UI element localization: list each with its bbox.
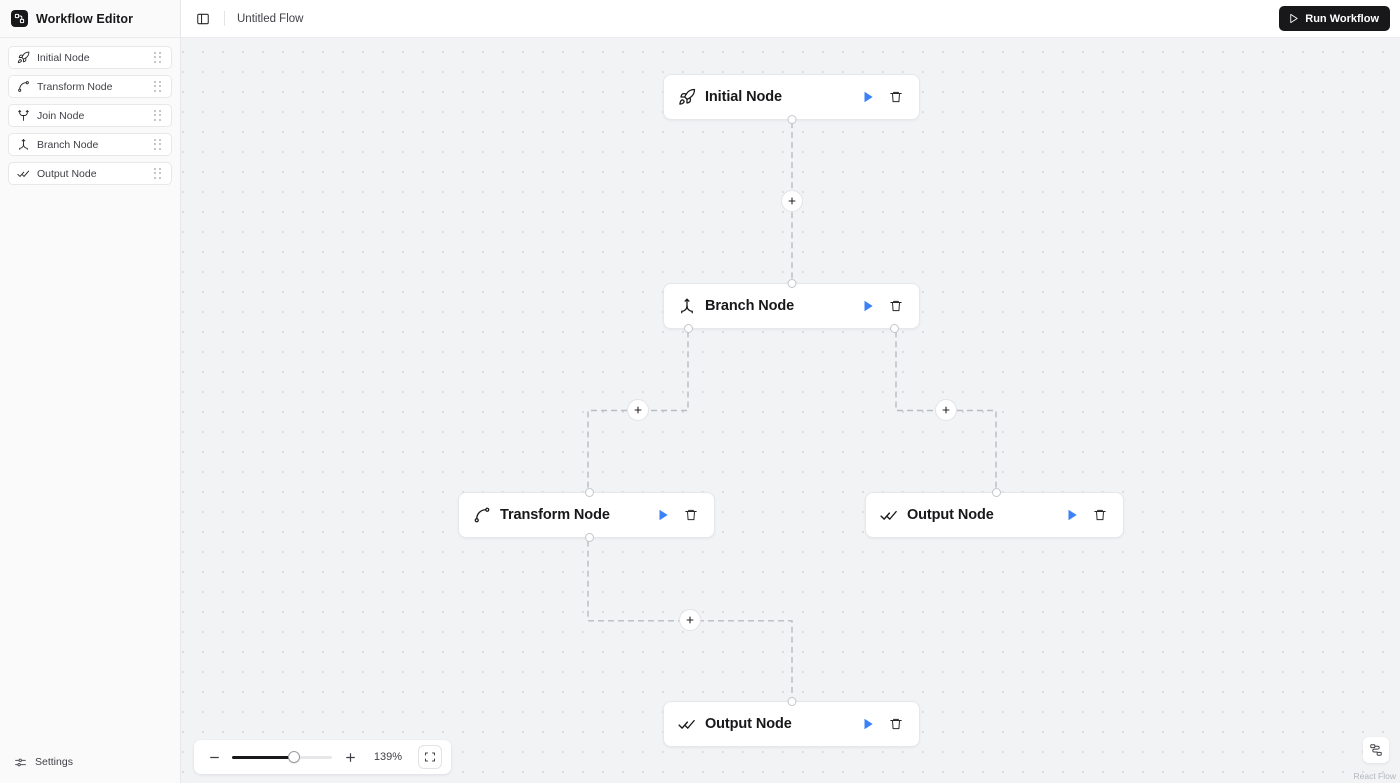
palette-item-label: Join Node [37, 109, 85, 122]
node-handle-source[interactable] [585, 533, 594, 542]
add-node-button-branch-output[interactable] [935, 399, 957, 421]
double-check-icon [880, 506, 898, 524]
drag-handle-icon[interactable] [154, 81, 162, 92]
fit-view-button[interactable] [418, 745, 442, 769]
flow-node-branch[interactable]: Branch Node [663, 279, 920, 333]
zoom-percent-label: 139% [373, 751, 403, 763]
sidebar: Workflow Editor Initial Node [0, 0, 181, 783]
double-check-icon [678, 715, 696, 733]
zoom-out-button[interactable] [204, 747, 224, 767]
minimap-toggle-button[interactable] [1363, 737, 1389, 763]
add-node-button-branch-transform[interactable] [627, 399, 649, 421]
flow-node-actions [858, 714, 906, 734]
trash-icon[interactable] [886, 714, 906, 734]
flow-node-label: Output Node [907, 507, 994, 523]
palette-item-output-node[interactable]: Output Node [8, 162, 172, 185]
react-flow-attribution[interactable]: React Flow [1353, 771, 1396, 781]
sidebar-spacer [0, 185, 180, 749]
edge-layer [587, 122, 997, 700]
trash-icon[interactable] [886, 296, 906, 316]
drag-handle-icon[interactable] [154, 110, 162, 121]
flow-node-actions [653, 505, 701, 525]
play-filled-icon[interactable] [1062, 505, 1082, 525]
flow-node-output-bottom[interactable]: Output Node [663, 697, 920, 747]
sidebar-brand: Workflow Editor [0, 0, 180, 38]
split-icon [17, 138, 30, 151]
run-workflow-button[interactable]: Run Workflow [1279, 6, 1390, 31]
flow-node-actions [1062, 505, 1110, 525]
palette-item-transform-node[interactable]: Transform Node [8, 75, 172, 98]
palette-item-label: Branch Node [37, 138, 99, 151]
node-handle-source-right[interactable] [890, 324, 899, 333]
flow-title[interactable]: Untitled Flow [237, 12, 304, 25]
sliders-icon [14, 756, 27, 769]
palette-item-initial-node[interactable]: Initial Node [8, 46, 172, 69]
play-filled-icon[interactable] [653, 505, 673, 525]
zoom-slider[interactable] [232, 749, 332, 765]
palette-item-label: Output Node [37, 167, 97, 180]
flow-node-output-right[interactable]: Output Node [865, 488, 1124, 538]
zoom-controls: 139% [194, 740, 451, 774]
topbar: Untitled Flow Run Workflow [181, 0, 1400, 38]
flow-node-actions [858, 87, 906, 107]
split-icon [678, 297, 696, 315]
merge-icon [17, 109, 30, 122]
flow-node-transform[interactable]: Transform Node [458, 488, 715, 542]
rocket-icon [17, 51, 30, 64]
sidebar-item-label: Settings [35, 756, 73, 768]
flow-canvas[interactable]: Initial Node [181, 38, 1400, 783]
play-filled-icon[interactable] [858, 296, 878, 316]
flow-node-label: Initial Node [705, 89, 782, 105]
play-outline-icon [1288, 13, 1299, 24]
drag-handle-icon[interactable] [154, 168, 162, 179]
drag-handle-icon[interactable] [154, 52, 162, 63]
zoom-slider-thumb[interactable] [288, 751, 300, 763]
play-filled-icon[interactable] [858, 87, 878, 107]
flow-node-label: Output Node [705, 716, 792, 732]
sidebar-item-settings[interactable]: Settings [0, 749, 180, 775]
node-handle-source-left[interactable] [684, 324, 693, 333]
trash-icon[interactable] [681, 505, 701, 525]
flow-node-label: Branch Node [705, 298, 795, 314]
topbar-divider [224, 11, 225, 26]
palette-item-label: Transform Node [37, 80, 113, 93]
node-handle-target[interactable] [787, 279, 796, 288]
flow-node-actions [858, 296, 906, 316]
node-palette: Initial Node Transform Node [0, 38, 180, 185]
palette-item-label: Initial Node [37, 51, 90, 64]
sidebar-brand-title: Workflow Editor [36, 11, 134, 26]
curve-icon [473, 506, 491, 524]
add-node-button-initial-branch[interactable] [781, 190, 803, 212]
run-workflow-label: Run Workflow [1305, 12, 1379, 25]
rocket-icon [678, 88, 696, 106]
node-handle-target[interactable] [585, 488, 594, 497]
palette-item-join-node[interactable]: Join Node [8, 104, 172, 127]
drag-handle-icon[interactable] [154, 139, 162, 150]
palette-item-branch-node[interactable]: Branch Node [8, 133, 172, 156]
node-handle-target[interactable] [992, 488, 1001, 497]
node-handle-source[interactable] [787, 115, 796, 124]
play-filled-icon[interactable] [858, 714, 878, 734]
flow-node-label: Transform Node [500, 507, 610, 523]
flow-node-initial[interactable]: Initial Node [663, 74, 920, 124]
trash-icon[interactable] [886, 87, 906, 107]
workflow-logo-icon [11, 10, 28, 27]
add-node-button-transform-output[interactable] [679, 609, 701, 631]
sidebar-footer: Settings [0, 749, 180, 783]
sidebar-panel-icon[interactable] [192, 8, 214, 30]
node-handle-target[interactable] [787, 697, 796, 706]
trash-icon[interactable] [1090, 505, 1110, 525]
main-area: Untitled Flow Run Workflow [181, 0, 1400, 783]
double-check-icon [17, 167, 30, 180]
zoom-slider-fill [232, 755, 294, 759]
curve-icon [17, 80, 30, 93]
zoom-in-button[interactable] [340, 747, 360, 767]
